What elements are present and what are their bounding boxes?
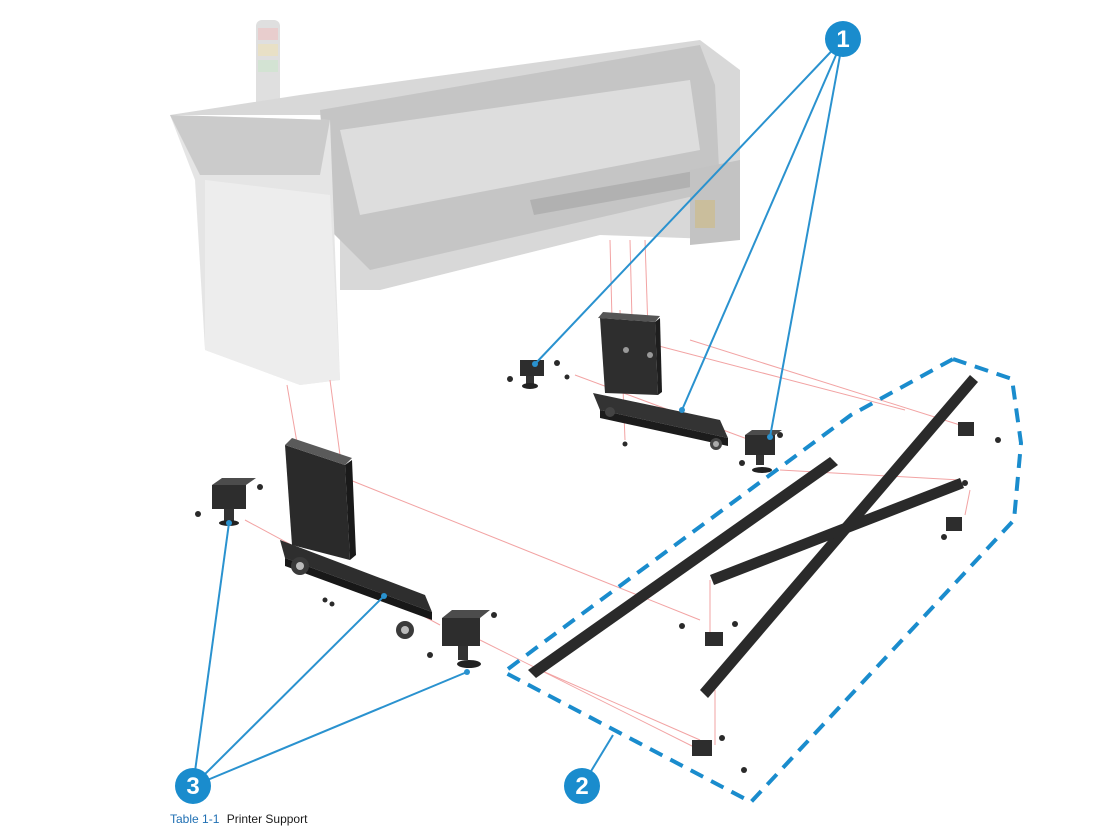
feet xyxy=(212,360,782,668)
callout-2: 2 xyxy=(564,768,600,804)
callout-1: 1 xyxy=(825,21,861,57)
caption-prefix: Table 1-1 xyxy=(170,812,220,826)
crossbar-boundary xyxy=(500,357,1024,805)
callout-3-label: 3 xyxy=(186,773,199,800)
callout-1-label: 1 xyxy=(836,26,849,53)
leader-lines xyxy=(192,38,844,787)
left-leg xyxy=(280,438,432,639)
figure-caption: Table 1-1 Printer Support xyxy=(170,812,307,826)
right-leg xyxy=(593,312,728,450)
crossbar xyxy=(528,375,978,756)
callout-2-label: 2 xyxy=(575,773,588,800)
screws xyxy=(195,360,1001,773)
callout-3: 3 xyxy=(175,768,211,804)
printer-ghost xyxy=(170,20,740,385)
caption-title: Printer Support xyxy=(226,812,308,826)
